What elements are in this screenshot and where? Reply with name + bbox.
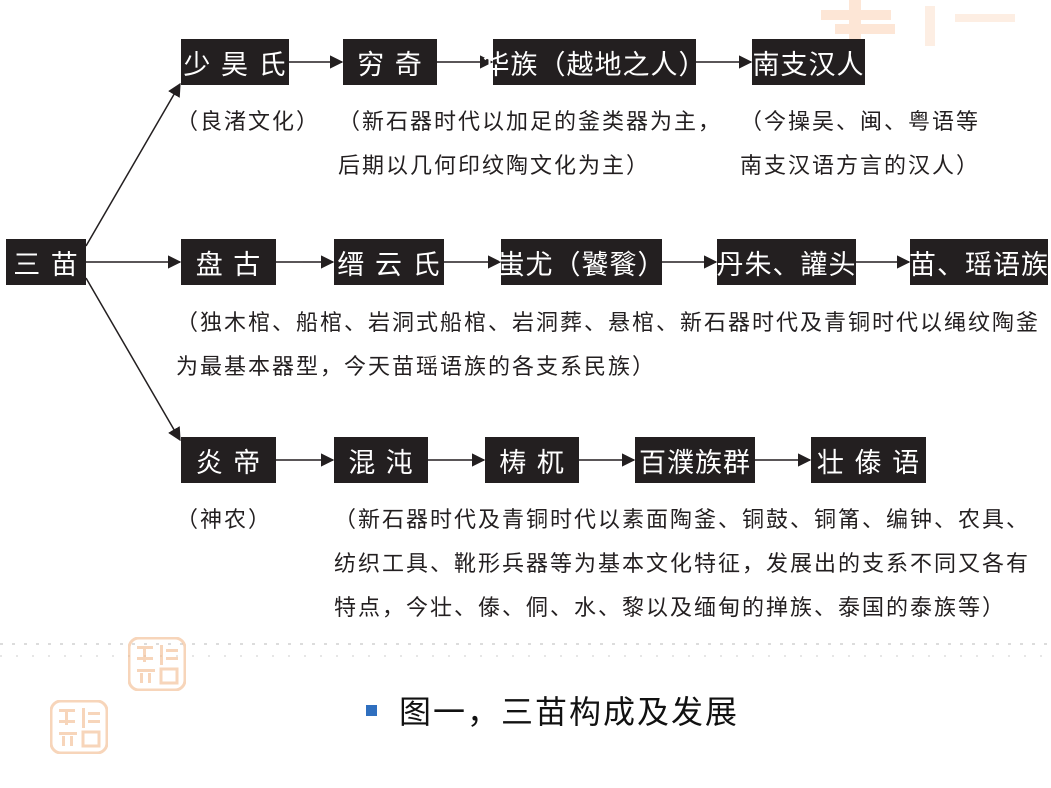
node-hundun: 混 沌 (334, 437, 428, 483)
seal-stamp-icon (127, 636, 187, 692)
node-yandi: 炎 帝 (181, 437, 276, 483)
node-taowu: 梼 杌 (485, 437, 579, 483)
note-line: 后期以几何印纹陶文化为主） (338, 154, 651, 179)
note-liangzhu: （良渚文化） (176, 101, 320, 145)
note-line: （独木棺、船棺、岩洞式船棺、岩洞葬、悬棺、新石器时代及青铜时代以绳纹陶釜 (176, 311, 1041, 336)
node-huazu: 华族（越地之人） (483, 39, 706, 85)
node-qiongqi: 穷 奇 (343, 39, 437, 85)
node-sanmiao: 三 苗 (6, 239, 86, 285)
note-line: （良渚文化） (176, 110, 321, 135)
note-line: 为最基本器型，今天苗瑶语族的各支系民族） (176, 355, 657, 380)
note-neolithic-row3: （新石器时代及青铜时代以素面陶釜、铜鼓、铜筩、编钟、农具、 纺织工具、靴形兵器等… (334, 499, 1030, 631)
decorative-corner-mark (821, 0, 1015, 46)
note-line: （今操吴、闽、粤语等 (740, 110, 981, 135)
node-nanzhi-hanren: 南支汉人 (752, 39, 865, 85)
figure-caption: 图一，三苗构成及发展 (366, 686, 739, 734)
node-pangu: 盘 古 (181, 239, 276, 285)
node-miaoyao: 苗、瑶语族 (909, 239, 1048, 285)
node-baipu: 百濮族群 (635, 437, 755, 483)
note-line: （新石器时代以加足的釜类器为主， (338, 110, 723, 135)
note-shennong: （神农） (176, 499, 272, 543)
note-line: （新石器时代及青铜时代以素面陶釜、铜鼓、铜筩、编钟、农具、 (334, 508, 1031, 533)
note-coffins: （独木棺、船棺、岩洞式船棺、岩洞葬、悬棺、新石器时代及青铜时代以绳纹陶釜 为最基… (176, 302, 1040, 390)
arrow-root-to-yandi (85, 277, 181, 442)
node-shaohao: 少 昊 氏 (181, 39, 289, 85)
seal-stamp-icon (49, 699, 109, 755)
note-dialects: （今操吴、闽、粤语等 南支汉语方言的汉人） (740, 101, 980, 189)
note-line: 纺织工具、靴形兵器等为基本文化特征，发展出的支系不同又各有 (334, 552, 1031, 577)
note-line: （神农） (176, 508, 273, 533)
note-line: 特点，今壮、傣、侗、水、黎以及缅甸的掸族、泰国的泰族等） (334, 596, 1007, 621)
caption-text: 图一，三苗构成及发展 (399, 693, 740, 731)
node-danzhu: 丹朱、讙头 (717, 239, 856, 285)
arrow-root-to-shaohao (85, 82, 181, 247)
square-bullet-icon (366, 704, 377, 716)
node-zhuangdai: 壮 傣 语 (811, 437, 926, 483)
note-line: 南支汉语方言的汉人） (740, 154, 981, 179)
note-neolithic-row1: （新石器时代以加足的釜类器为主， 后期以几何印纹陶文化为主） (338, 101, 722, 189)
node-jinyun: 缙 云 氏 (334, 239, 444, 285)
node-chiyou: 蚩尤（饕餮） (498, 239, 665, 285)
